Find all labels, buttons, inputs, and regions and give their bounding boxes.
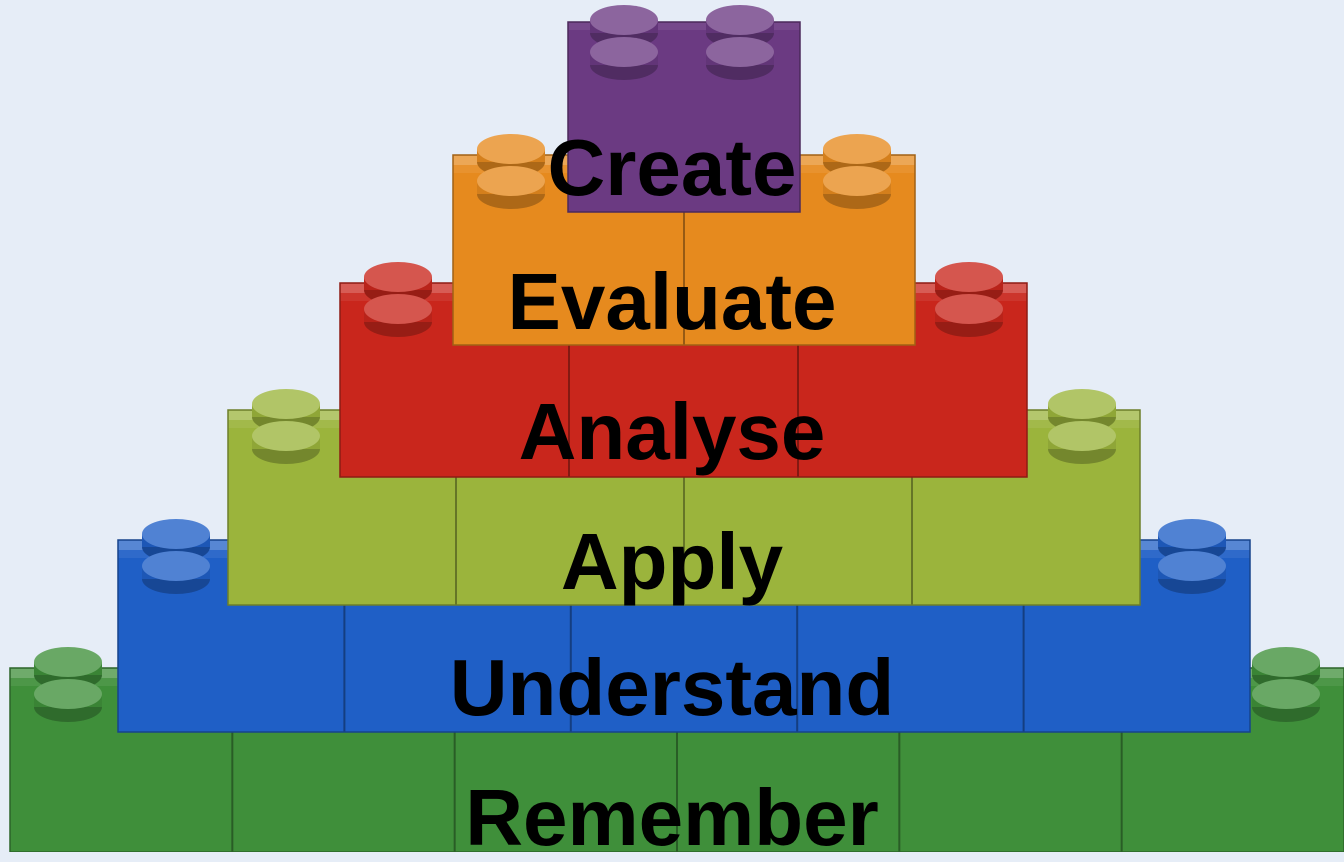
brick-stud xyxy=(1252,679,1320,722)
brick-stud xyxy=(1158,551,1226,594)
brick-stud xyxy=(823,166,891,209)
level-label-create: Create xyxy=(547,123,797,212)
brick-stud xyxy=(935,294,1003,337)
brick-stud xyxy=(706,37,774,80)
brick-row-create xyxy=(567,5,801,213)
brick-stud xyxy=(364,294,432,337)
level-label-evaluate: Evaluate xyxy=(507,257,837,346)
brick-highlight xyxy=(568,22,800,30)
level-label-apply: Apply xyxy=(560,517,784,606)
level-label-remember: Remember xyxy=(465,773,879,862)
brick-stud xyxy=(142,551,210,594)
brick-stud xyxy=(590,37,658,80)
brick-outline xyxy=(567,21,801,213)
level-label-understand: Understand xyxy=(449,643,895,732)
brick-stud xyxy=(252,389,320,432)
level-label-analyse: Analyse xyxy=(518,387,826,476)
brick-stud xyxy=(477,134,545,177)
brick-stud xyxy=(1048,421,1116,464)
brick-stud xyxy=(34,679,102,722)
brick-stud xyxy=(477,166,545,209)
brick-stud xyxy=(252,421,320,464)
